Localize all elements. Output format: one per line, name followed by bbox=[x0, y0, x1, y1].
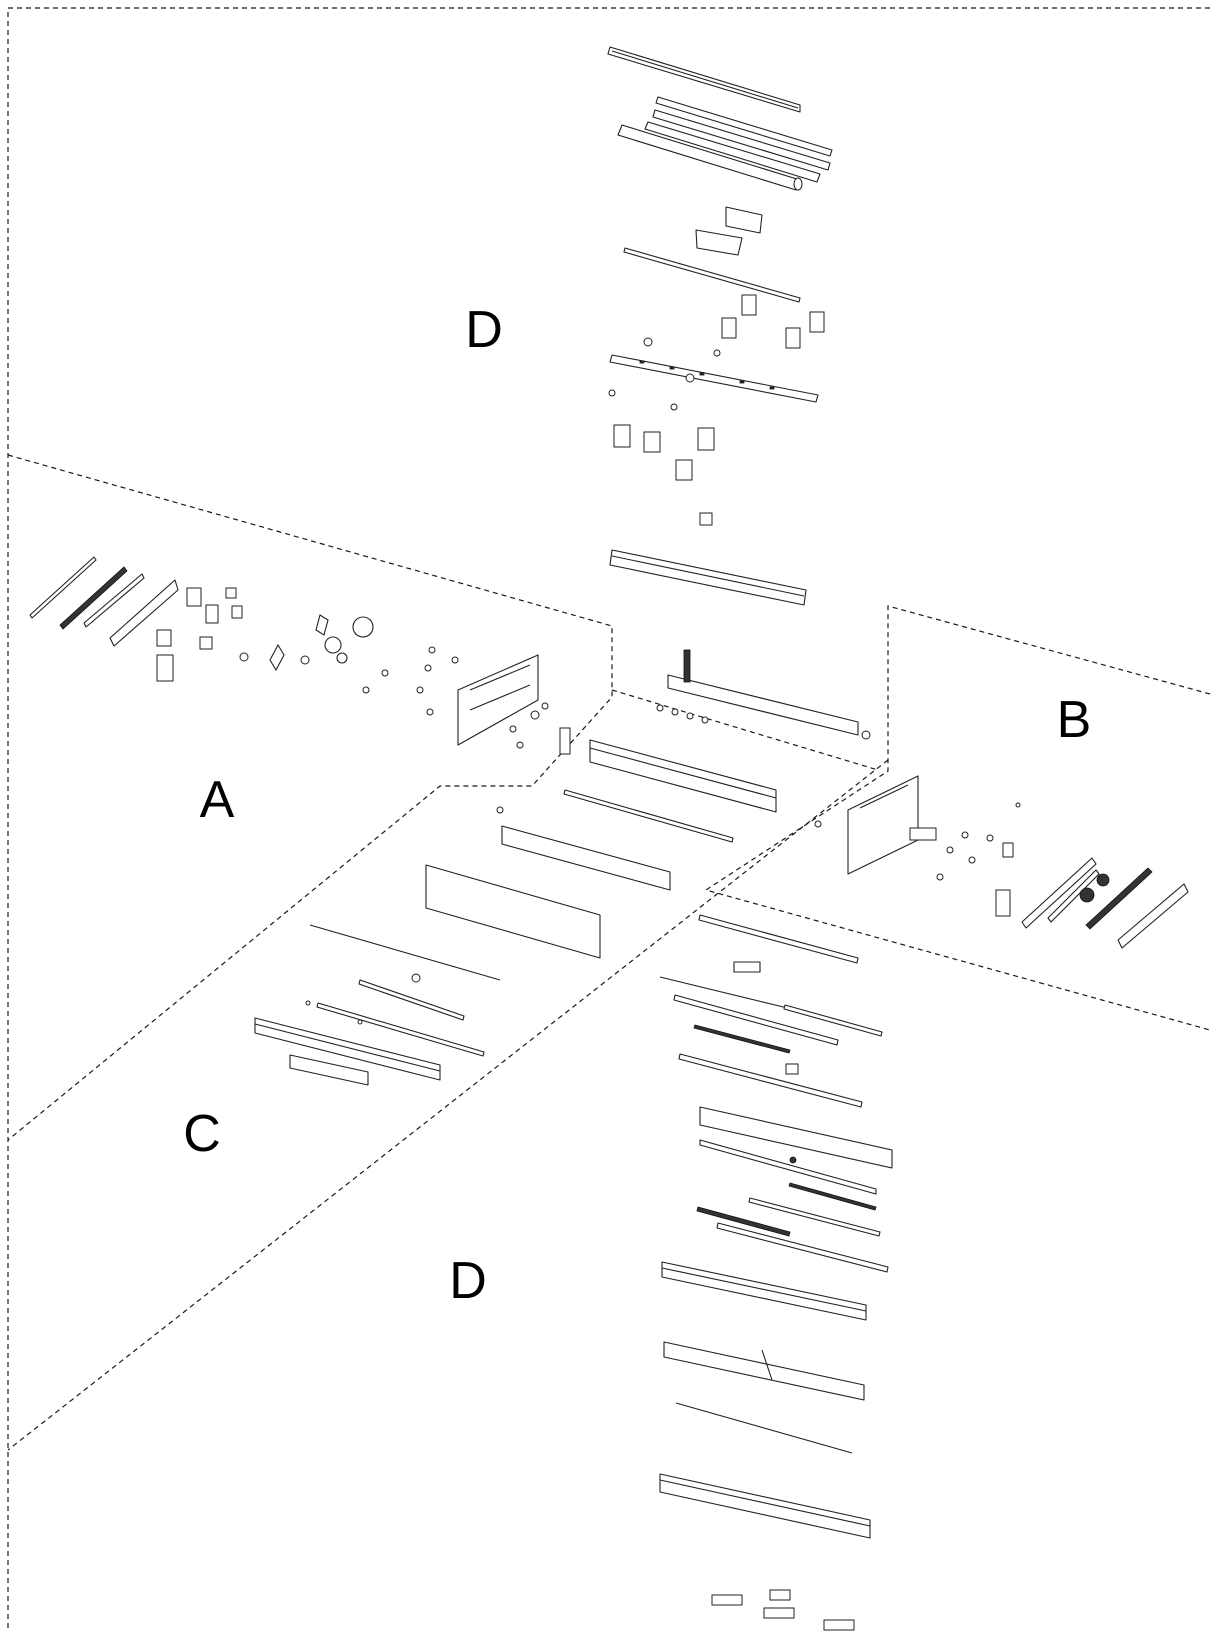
zone-labels: D A B C D bbox=[183, 301, 1091, 1310]
rail-a-4 bbox=[109, 579, 179, 647]
zone-label-b: B bbox=[1057, 691, 1092, 749]
channel-c bbox=[254, 1017, 441, 1081]
bar-d-6 bbox=[788, 1182, 877, 1211]
comb-bar-d bbox=[716, 1222, 889, 1273]
shaft-2 bbox=[652, 109, 831, 171]
roller-b-1 bbox=[1079, 887, 1095, 903]
panel-top-post bbox=[683, 649, 691, 683]
plate-holes bbox=[639, 360, 775, 390]
panel-strip bbox=[563, 789, 734, 843]
part-b-bracket-1 bbox=[909, 827, 937, 841]
rod-c-1 bbox=[309, 924, 501, 981]
roller-b-2 bbox=[1096, 873, 1110, 887]
zone-d-bottom-parts bbox=[659, 914, 893, 1631]
tray-d-2 bbox=[661, 1261, 867, 1321]
belt-a bbox=[269, 643, 285, 672]
rail-a-1 bbox=[29, 556, 97, 619]
tray-d-top bbox=[609, 549, 807, 606]
foot-brackets-d bbox=[711, 1589, 855, 1631]
bar-d-2 bbox=[783, 1004, 883, 1037]
clip-group-lower bbox=[613, 424, 715, 481]
shaft-end bbox=[793, 177, 803, 191]
part-b-plate bbox=[995, 889, 1011, 917]
small-hardware-c bbox=[305, 973, 421, 1025]
part-a-spring-bracket bbox=[559, 727, 571, 755]
zone-d-top-parts bbox=[607, 46, 833, 606]
part-a-plate bbox=[156, 654, 174, 682]
rail-d-1 bbox=[698, 914, 859, 964]
rail-b-3 bbox=[1085, 867, 1153, 930]
zone-a-b-divider bbox=[611, 689, 879, 771]
guide-strip bbox=[623, 247, 801, 303]
rod-d-2 bbox=[675, 1402, 853, 1454]
bar-d-1 bbox=[673, 994, 839, 1046]
shaft-3 bbox=[644, 121, 821, 183]
tray-d-1 bbox=[699, 1106, 893, 1169]
rail-b-4 bbox=[1117, 883, 1189, 949]
zone-a-parts bbox=[29, 556, 571, 755]
side-frame-a bbox=[457, 654, 539, 746]
rod-d-1 bbox=[659, 976, 801, 1012]
bracket-d-1 bbox=[733, 961, 761, 973]
small-hardware-d-top bbox=[608, 337, 721, 411]
panel-middle bbox=[501, 825, 671, 891]
block-1 bbox=[725, 206, 763, 234]
zone-label-c: C bbox=[183, 1105, 221, 1163]
zone-c-d-divider bbox=[7, 759, 889, 1451]
block-c bbox=[289, 1054, 369, 1086]
small-hardware-b bbox=[814, 802, 1021, 881]
part-a-block-1 bbox=[186, 587, 202, 607]
bar-d-3 bbox=[693, 1024, 791, 1054]
small-bracket bbox=[699, 512, 713, 526]
part-a-block-2 bbox=[156, 629, 172, 647]
central-panels bbox=[425, 649, 871, 959]
shaft-4 bbox=[617, 124, 801, 191]
part-b-bracket-2 bbox=[1002, 842, 1014, 858]
bar-c-2 bbox=[316, 1002, 485, 1057]
rail-a-2 bbox=[59, 566, 128, 630]
small-hardware-center bbox=[496, 704, 871, 814]
panel-lower bbox=[425, 864, 601, 959]
tray-d-4 bbox=[659, 1473, 871, 1539]
shaft-1 bbox=[655, 96, 833, 157]
bar-c-1 bbox=[358, 979, 465, 1021]
hole-d-1 bbox=[789, 1156, 797, 1164]
gear-a-2 bbox=[324, 636, 342, 654]
rail-a-3 bbox=[83, 573, 145, 628]
bar-d-4 bbox=[678, 1053, 863, 1108]
part-a-bracket-1 bbox=[205, 604, 219, 624]
panel-upper bbox=[589, 739, 777, 813]
part-a-small-plate bbox=[199, 636, 213, 650]
panel-top-upright bbox=[667, 674, 859, 736]
bar-d-7 bbox=[748, 1197, 881, 1237]
outer-frame-boundary bbox=[7, 7, 1210, 1632]
block-2 bbox=[695, 229, 743, 256]
clip-group-upper bbox=[721, 294, 825, 349]
zone-a-boundary bbox=[7, 454, 613, 1141]
zone-b-parts bbox=[814, 775, 1189, 949]
zone-c-parts bbox=[254, 924, 501, 1086]
gear-a-1 bbox=[352, 616, 374, 638]
bracket-d-2 bbox=[785, 1063, 799, 1075]
part-a-bracket-3 bbox=[231, 605, 243, 619]
bar-d-8 bbox=[696, 1206, 791, 1237]
zone-label-a: A bbox=[200, 771, 235, 829]
zone-boundaries bbox=[7, 7, 1211, 1632]
rail-b-1 bbox=[1021, 857, 1097, 929]
zone-b-boundary bbox=[704, 605, 1211, 1031]
holed-plate bbox=[609, 354, 819, 403]
gear-a-3 bbox=[336, 652, 348, 664]
bar-d-5 bbox=[699, 1139, 877, 1195]
small-hardware-a bbox=[239, 646, 549, 749]
belt-a-2 bbox=[315, 614, 329, 636]
zone-label-d-top: D bbox=[465, 301, 503, 359]
part-a-bracket-2 bbox=[225, 587, 237, 599]
zone-label-d-bottom: D bbox=[449, 1252, 487, 1310]
tray-d-3 bbox=[663, 1341, 865, 1401]
rail-b-2 bbox=[1047, 869, 1100, 923]
